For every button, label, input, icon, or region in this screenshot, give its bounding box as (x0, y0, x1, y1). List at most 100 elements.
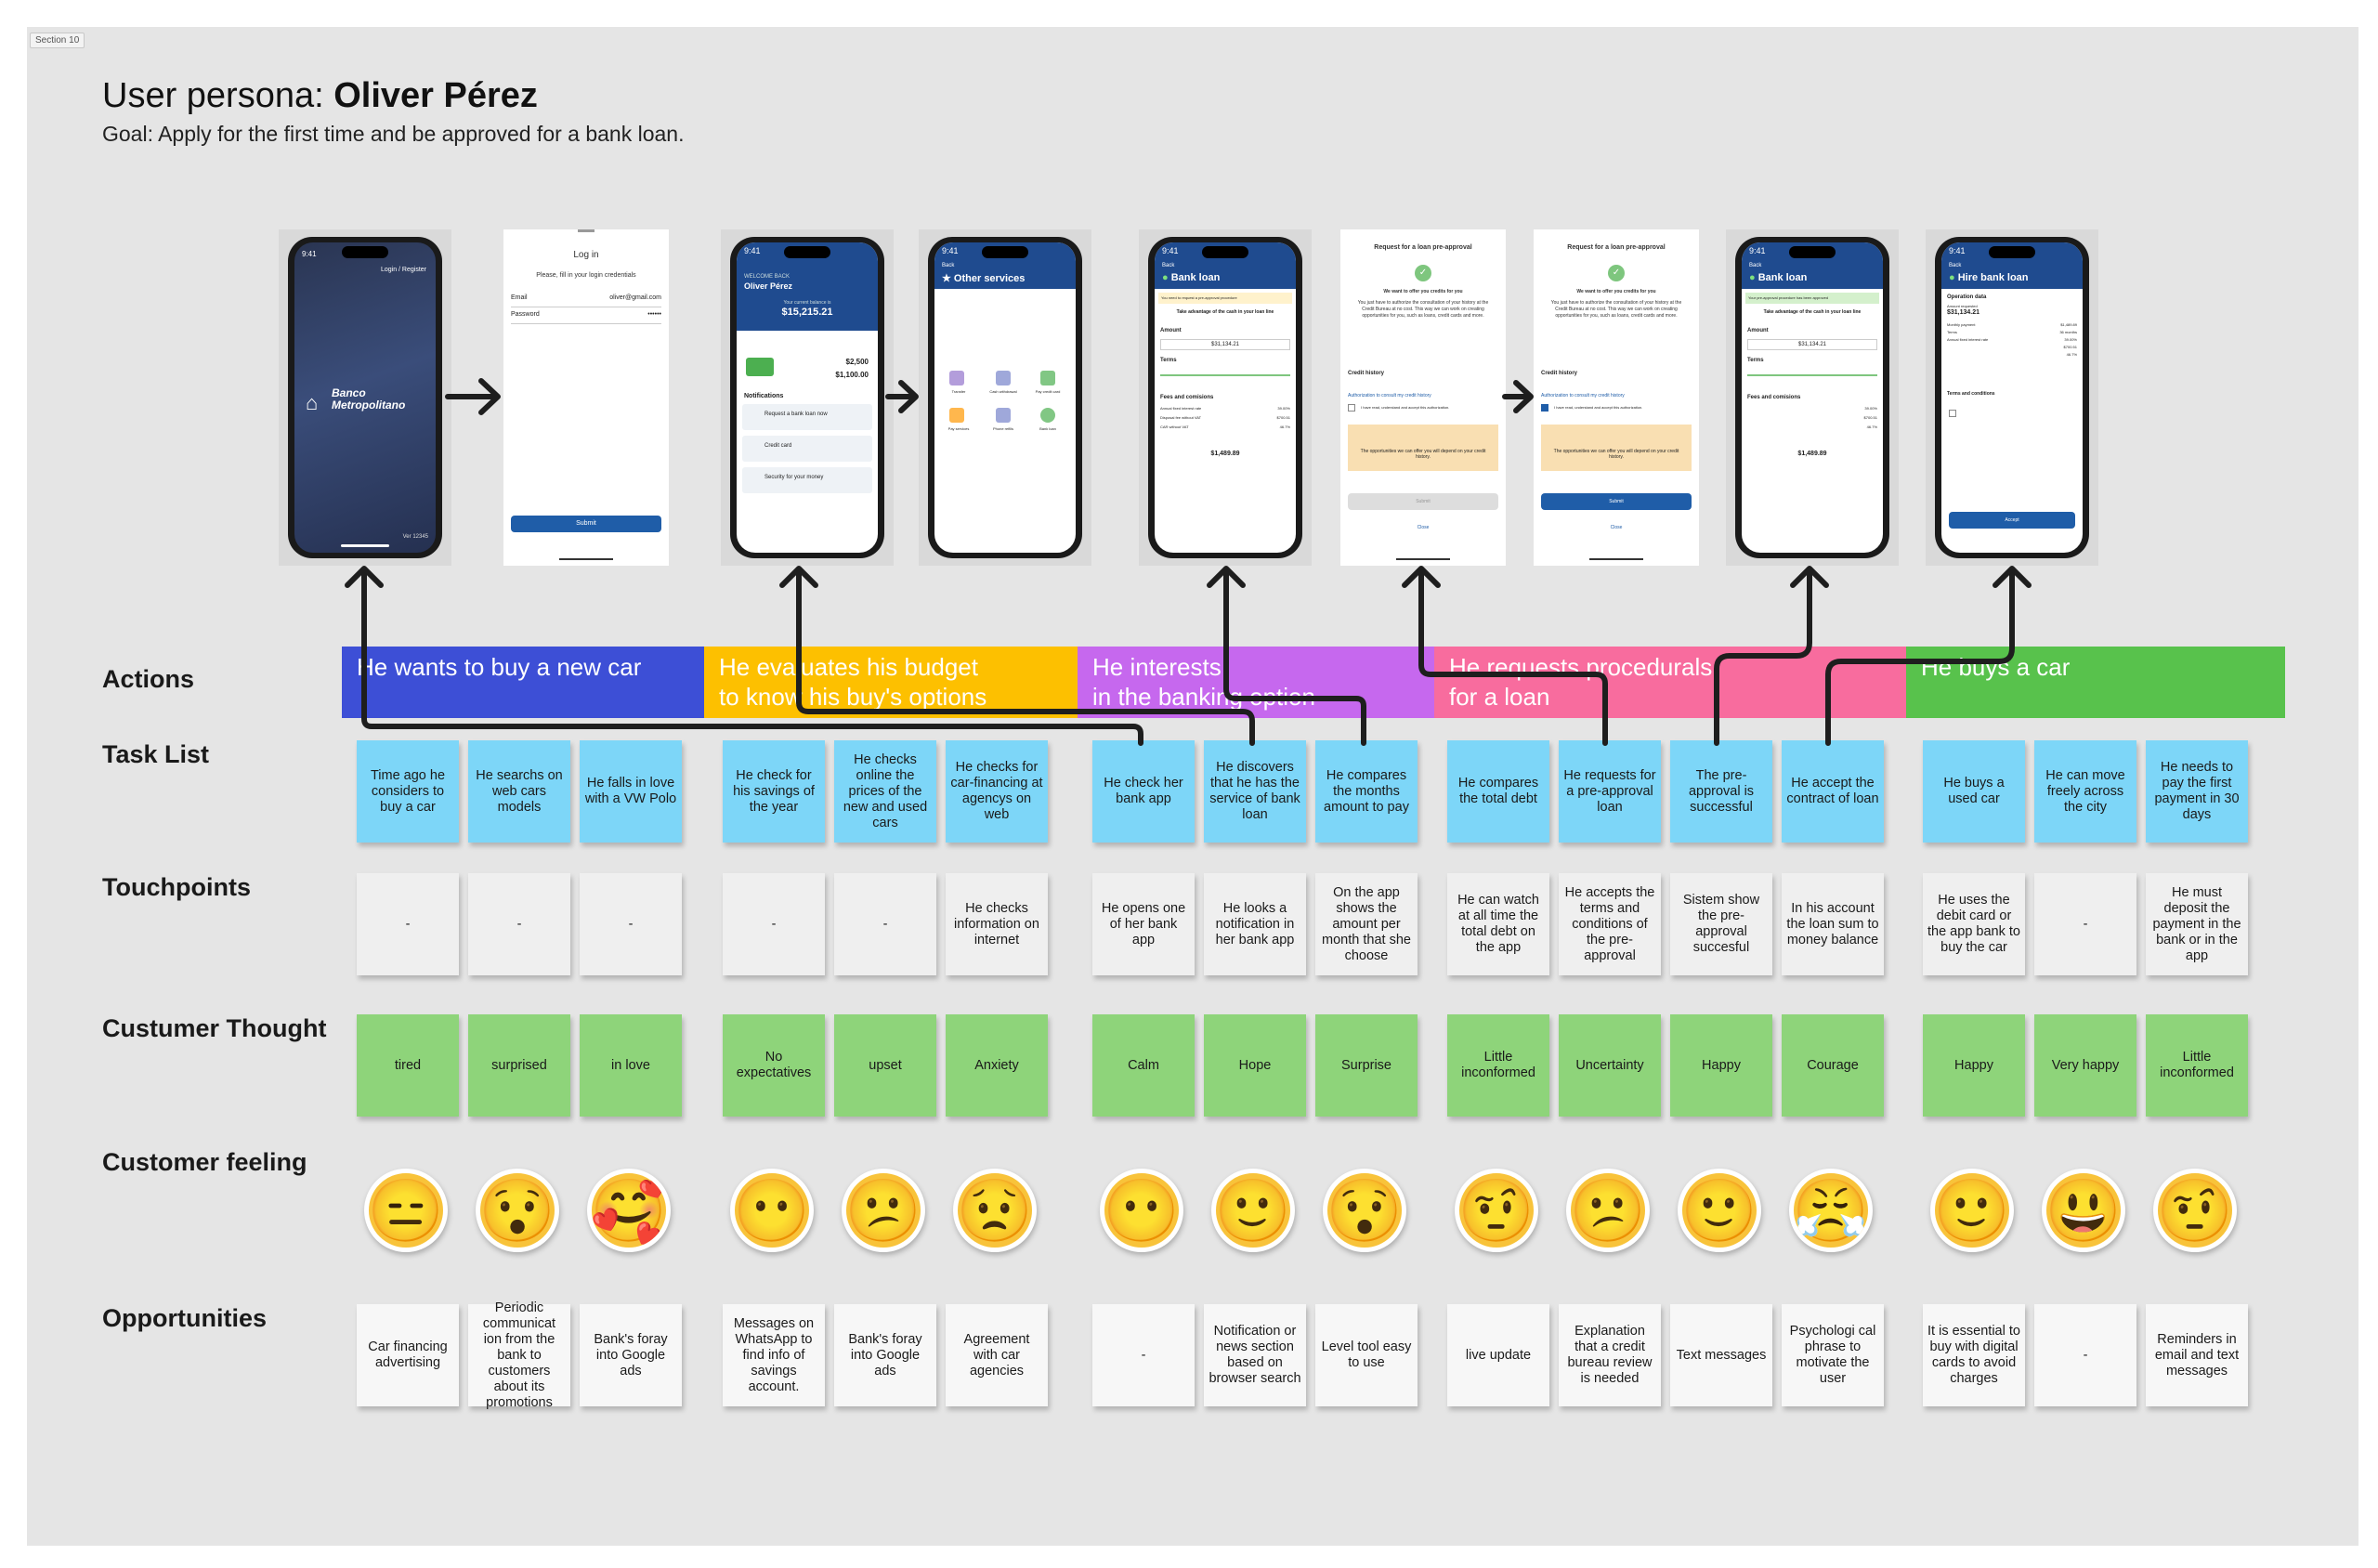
task-sticky: He discovers that he has the service of … (1204, 740, 1306, 843)
submit-button[interactable]: Submit (1541, 493, 1692, 510)
touchpoint-sticky: On the app shows the amount per month th… (1315, 873, 1418, 975)
back-button[interactable]: Back (1749, 263, 1762, 268)
authorization-check-label: I have read, understand and accept this … (1361, 405, 1450, 410)
amount-input[interactable]: $31,134.21 (1160, 339, 1290, 350)
touchpoint-sticky: - (357, 873, 459, 975)
slightly-smiling-face-icon: 🙂 (1211, 1169, 1295, 1252)
authorization-checkbox-checked[interactable] (1541, 404, 1548, 412)
status-time: 9:41 (302, 250, 317, 258)
lead-text: Take advantage of the cash in your loan … (1763, 309, 1862, 315)
authorization-link[interactable]: Authorization to consult my credit histo… (1348, 393, 1431, 399)
card-icon (746, 358, 774, 376)
thought-sticky: No expectatives (723, 1014, 825, 1117)
status-time: 9:41 (1162, 246, 1179, 255)
status-time: 9:41 (1749, 246, 1766, 255)
services-icon[interactable] (949, 408, 964, 423)
authorization-checkbox[interactable] (1348, 404, 1355, 412)
terms-label: Terms (1747, 358, 1764, 363)
terms-slider[interactable] (1160, 374, 1290, 376)
task-sticky: He check for his savings of the year (723, 740, 825, 843)
accept-checkbox[interactable] (1949, 410, 1956, 417)
close-link[interactable]: Close (1610, 525, 1623, 530)
transfer-icon[interactable] (949, 371, 964, 385)
slightly-smiling-face-icon: 🙂 (1930, 1169, 2014, 1252)
touchpoint-sticky: - (580, 873, 682, 975)
services-title: ★ Other services (942, 273, 1026, 284)
confused-face-icon: 😕 (842, 1169, 925, 1252)
touchpoint-sticky: He accepts the terms and conditions of t… (1559, 873, 1661, 975)
opportunity-sticky: Explanation that a credit bureau review … (1559, 1304, 1661, 1406)
thought-sticky: Very happy (2034, 1014, 2136, 1117)
face-without-mouth-icon: 😶 (730, 1169, 814, 1252)
screen-hire-bank-loan: 9:41 Back ● Hire bank loan Operation dat… (1926, 229, 2098, 566)
bank-loan-icon[interactable] (1040, 408, 1055, 423)
opportunity-sticky: It is essential to buy with digital card… (1923, 1304, 2025, 1406)
task-sticky: He buys a used car (1923, 740, 2025, 843)
touchpoint-sticky: He opens one of her bank app (1092, 873, 1195, 975)
notification-item[interactable]: Request a bank loan now (742, 404, 872, 430)
check-icon: ✓ (1608, 265, 1625, 281)
thought-sticky: tired (357, 1014, 459, 1117)
accept-button[interactable]: Accept (1949, 512, 2075, 529)
touchpoint-sticky: - (723, 873, 825, 975)
back-button[interactable]: Back (1949, 263, 1962, 268)
touchpoint-sticky: He checks information on internet (946, 873, 1048, 975)
section-tag: Section 10 (30, 33, 85, 48)
credit-history-label: Credit history (1348, 371, 1385, 376)
credit-alert: The opportunities we can offer you will … (1541, 425, 1692, 471)
credit-history-label: Credit history (1541, 371, 1578, 376)
terms-slider[interactable] (1747, 374, 1877, 376)
cash-icon[interactable] (996, 371, 1011, 385)
close-link[interactable]: Close (1417, 525, 1430, 530)
opportunity-sticky: - (2034, 1304, 2136, 1406)
welcome-label: WELCOME BACK (744, 274, 790, 280)
amount-input[interactable]: $31,134.21 (1747, 339, 1877, 350)
authorization-check-label: I have read, understand and accept this … (1554, 405, 1643, 410)
notification-item[interactable]: Credit card (742, 436, 872, 462)
task-sticky: He check her bank app (1092, 740, 1195, 843)
face-with-raised-eyebrow-icon: 🤨 (2153, 1169, 2237, 1252)
screen-login: Log in Please, fill in your login creden… (503, 229, 669, 566)
thought-sticky: Hope (1204, 1014, 1306, 1117)
task-sticky: He searchs on web cars models (468, 740, 570, 843)
opportunity-sticky: Bank's foray into Google ads (834, 1304, 936, 1406)
face-with-steam-icon: 😤 (1789, 1169, 1873, 1252)
actions-bar: He wants to buy a new car He evaluates h… (342, 647, 2285, 718)
thought-sticky: in love (580, 1014, 682, 1117)
login-register-link[interactable]: Login / Register (380, 267, 426, 273)
version-label: Ver 12345 (402, 534, 428, 540)
phone-icon[interactable] (996, 408, 1011, 423)
worried-face-icon: 😟 (953, 1169, 1037, 1252)
submit-button[interactable]: Submit (511, 516, 661, 532)
task-sticky: He checks online the prices of the new a… (834, 740, 936, 843)
thought-sticky: Little inconformed (2146, 1014, 2248, 1117)
status-time: 9:41 (1949, 246, 1966, 255)
back-button[interactable]: Back (942, 263, 955, 268)
authorization-link[interactable]: Authorization to consult my credit histo… (1541, 393, 1625, 399)
pre-approval-title: Request for a loan pre-approval (1374, 244, 1472, 251)
credit-card-icon[interactable] (1040, 371, 1055, 385)
screen-home: 9:41 WELCOME BACK Oliver Pérez Your curr… (721, 229, 894, 566)
opportunity-sticky: Psychologi cal phrase to motivate the us… (1782, 1304, 1884, 1406)
service-label: Bank loan (1039, 426, 1056, 431)
screen-bank-loan-approved: 9:41 Back ● Bank loan Your pre-approval … (1726, 229, 1899, 566)
submit-button-disabled[interactable]: Submit (1348, 493, 1498, 510)
task-sticky: The pre-approval is successful (1670, 740, 1772, 843)
touchpoint-sticky: - (2034, 873, 2136, 975)
password-field[interactable]: Password•••••• (511, 311, 661, 324)
fee-value: $700.51 (1863, 415, 1877, 420)
slightly-smiling-face-icon: 🙂 (1678, 1169, 1761, 1252)
limit-value: $2,500 (845, 358, 869, 366)
service-label: Pay services (947, 426, 970, 431)
terms-conditions-label: Terms and conditions (1947, 391, 1995, 397)
service-label: Transfer (951, 389, 966, 394)
login-title: Log in (573, 250, 599, 260)
screen-pre-approval-checked: Request for a loan pre-approval ✓ We wan… (1534, 229, 1699, 566)
pre-approval-body: You just have to authorize the consultat… (1357, 300, 1489, 319)
notification-item[interactable]: Security for your money (742, 467, 872, 493)
task-sticky: He checks for car-financing at agencys o… (946, 740, 1048, 843)
touchpoint-sticky: - (834, 873, 936, 975)
back-button[interactable]: Back (1162, 263, 1175, 268)
